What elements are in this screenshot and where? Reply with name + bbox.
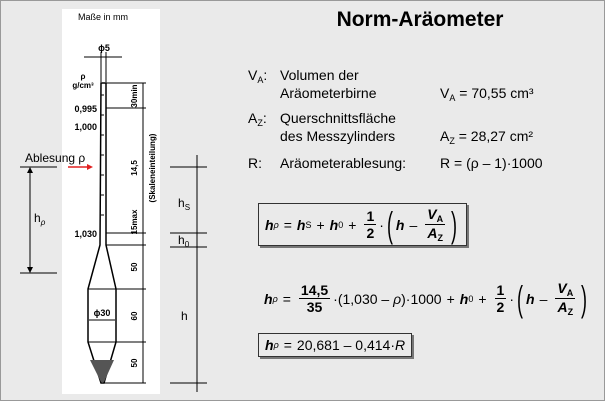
- ballast-weight: [90, 360, 114, 382]
- va-text-2: Aräometerbirne: [280, 85, 377, 101]
- drawing-panel: [62, 9, 160, 394]
- page-title: Norm-Aräometer: [336, 8, 504, 31]
- density-unit: g/cm³: [72, 81, 94, 90]
- dim-50-lower: 50: [130, 358, 139, 367]
- dim-30min: 30min: [130, 84, 139, 107]
- va-symbol: VA:: [248, 67, 268, 85]
- dim-14-5: 14,5: [130, 160, 139, 176]
- r-symbol: R:: [248, 155, 262, 171]
- reading-label: Ablesung ρ: [25, 151, 85, 165]
- scale-label-0995: 0,995: [74, 104, 97, 114]
- h-0-label: h0: [178, 233, 190, 249]
- az-text-1: Querschnittsfläche: [280, 110, 396, 126]
- va-value: VA = 70,55 cm³: [440, 85, 534, 103]
- az-symbol: AZ:: [248, 110, 267, 128]
- dim-60: 60: [130, 311, 139, 320]
- scale-ticks: [101, 94, 104, 216]
- h-label: h: [181, 309, 188, 323]
- h-s-label: hS: [178, 196, 190, 212]
- dimension-labels: 30min 14,5 (Skaleneinteilung) 15max 50 6…: [130, 84, 157, 367]
- az-text-2: des Messzylinders: [280, 128, 396, 144]
- units-note: Maße in mm: [78, 12, 128, 22]
- dim-15max: 15max: [130, 209, 139, 234]
- reading-arrowhead-icon: [87, 164, 93, 170]
- bulb-diameter: ϕ30: [94, 308, 111, 318]
- scale-label-1000: 1,000: [74, 122, 97, 132]
- r-text: Aräometerablesung:: [280, 155, 407, 171]
- aerometer-outline: [20, 52, 207, 392]
- dim-scale-note: (Skaleneinteilung): [148, 133, 157, 202]
- density-label: ρ: [81, 72, 86, 81]
- h-rho-label: hρ: [34, 211, 46, 227]
- az-value: AZ = 28,27 cm²: [440, 128, 534, 146]
- scale-label-1030: 1,030: [74, 229, 97, 239]
- dim-50-upper: 50: [130, 262, 139, 271]
- stem-diameter: ϕ5: [98, 43, 110, 53]
- va-text-1: Volumen der: [280, 67, 359, 83]
- r-value: R = (ρ – 1)·1000: [440, 155, 543, 171]
